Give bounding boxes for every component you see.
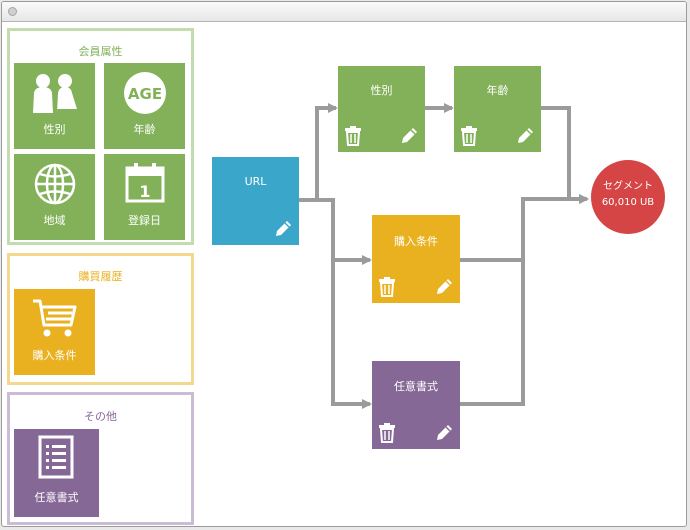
edit-pencil-icon[interactable] bbox=[515, 126, 535, 146]
other-panel: その他 任意書式 bbox=[7, 392, 194, 525]
purchase-history-title: 購買履歴 bbox=[78, 270, 123, 283]
other-title: その他 bbox=[84, 410, 117, 423]
age-badge-icon: AGE bbox=[124, 72, 166, 114]
segment-result-circle[interactable]: セグメント 60,010 UB bbox=[591, 160, 665, 234]
edit-pencil-icon[interactable] bbox=[399, 126, 419, 146]
flow-node-gender-label: 性別 bbox=[370, 84, 393, 97]
flow-node-url[interactable]: URL bbox=[212, 157, 299, 245]
tile-custom-format[interactable]: 任意書式 bbox=[14, 429, 99, 517]
trash-icon[interactable] bbox=[378, 277, 396, 297]
calendar-icon: 1 bbox=[125, 163, 165, 203]
tile-age-label: 年齢 bbox=[133, 123, 156, 136]
tile-region-label: 地域 bbox=[43, 214, 66, 227]
connector-url-to-purchase bbox=[299, 198, 372, 265]
document-list-icon bbox=[38, 435, 74, 479]
tile-age[interactable]: AGE 年齢 bbox=[104, 63, 185, 149]
member-attributes-panel: 会員属性 性別 AGE 年齢 bbox=[7, 28, 194, 245]
trash-icon[interactable] bbox=[460, 126, 478, 146]
tile-gender[interactable]: 性別 bbox=[14, 63, 95, 149]
tile-gender-label: 性別 bbox=[43, 123, 66, 136]
flow-node-age-label: 年齢 bbox=[486, 84, 509, 97]
trash-icon[interactable] bbox=[378, 423, 396, 443]
segment-count: 60,010 UB bbox=[601, 197, 655, 208]
window-titlebar bbox=[2, 2, 686, 22]
flow-node-custom-format[interactable]: 任意書式 bbox=[372, 361, 460, 449]
segment-label: セグメント bbox=[603, 181, 653, 192]
tile-registration-date-label: 登録日 bbox=[128, 214, 161, 227]
globe-icon bbox=[34, 163, 76, 205]
cart-icon bbox=[33, 299, 77, 337]
connector-custom-to-segment bbox=[460, 260, 525, 406]
edit-pencil-icon[interactable] bbox=[434, 423, 454, 443]
purchase-history-panel: 購買履歴 購入条件 bbox=[7, 253, 194, 385]
flow-node-purchase-condition[interactable]: 購入条件 bbox=[372, 215, 460, 303]
tile-region[interactable]: 地域 bbox=[14, 154, 95, 240]
member-attributes-title: 会員属性 bbox=[78, 45, 123, 58]
flow-node-age[interactable]: 年齢 bbox=[454, 66, 541, 152]
trash-icon[interactable] bbox=[344, 126, 362, 146]
tile-purchase-condition-label: 購入条件 bbox=[32, 349, 77, 362]
edit-pencil-icon[interactable] bbox=[434, 277, 454, 297]
tile-registration-date[interactable]: 1 登録日 bbox=[104, 154, 185, 240]
people-icon bbox=[33, 74, 77, 113]
flow-node-gender[interactable]: 性別 bbox=[338, 66, 425, 152]
calendar-day-text: 1 bbox=[139, 182, 150, 201]
edit-pencil-icon[interactable] bbox=[273, 219, 293, 239]
age-badge-text: AGE bbox=[128, 85, 162, 103]
flow-node-url-label: URL bbox=[244, 175, 267, 188]
connector-purchase-to-segment bbox=[460, 194, 589, 262]
tile-custom-format-label: 任意書式 bbox=[34, 491, 79, 504]
connector-url-to-custom bbox=[331, 258, 372, 409]
connector-url-to-gender bbox=[299, 103, 338, 202]
tile-purchase-condition[interactable]: 購入条件 bbox=[14, 289, 95, 375]
flow-node-custom-format-label: 任意書式 bbox=[394, 380, 438, 393]
flow-node-purchase-condition-label: 購入条件 bbox=[394, 235, 438, 248]
window-close-dot[interactable] bbox=[8, 7, 17, 16]
connector-age-to-segment bbox=[541, 106, 589, 204]
